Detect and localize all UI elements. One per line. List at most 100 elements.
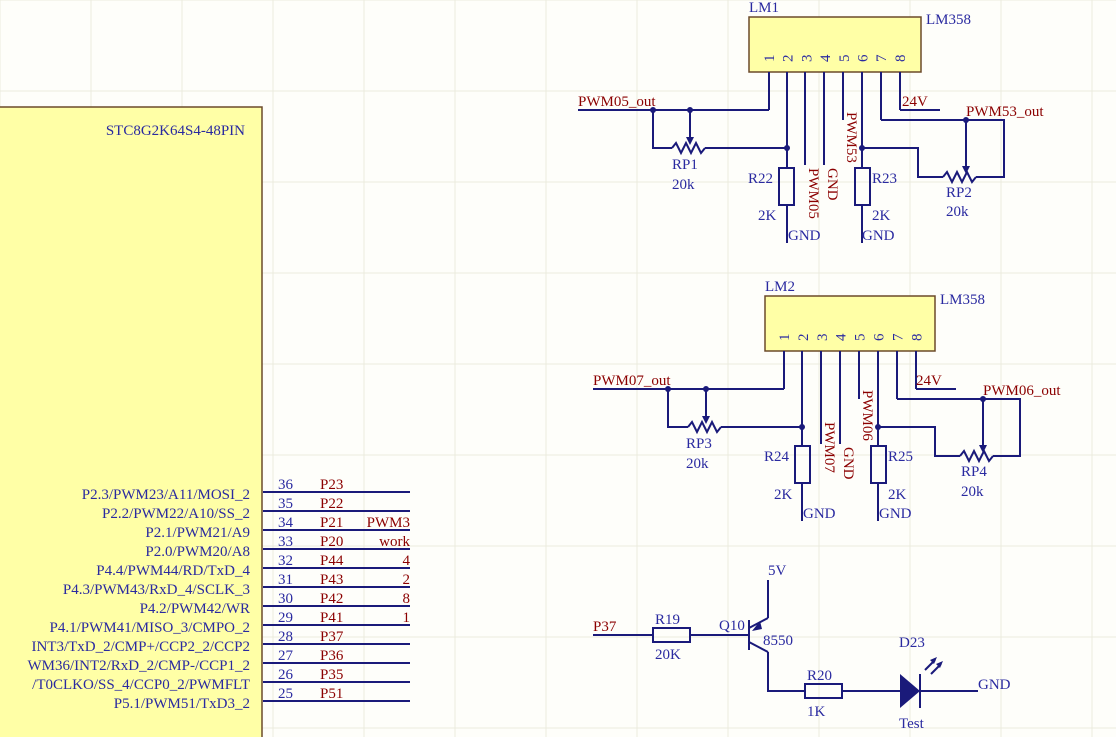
- mcu-body: [0, 106, 263, 737]
- q10-ref: Q10: [719, 618, 745, 634]
- mcu-pin-function: P2.0/PWM20/A8: [145, 544, 250, 560]
- mcu-pin-function: P4.3/PWM43/RxD_4/SCLK_3: [63, 582, 250, 598]
- lm1-supply: 24V: [902, 94, 928, 110]
- opamp-pin-number: 8: [893, 55, 909, 63]
- pwm07-out-label: PWM07_out: [593, 373, 671, 389]
- rp1-ref: RP1: [672, 157, 698, 173]
- mcu-pin-number: 30: [278, 591, 293, 607]
- mcu-pin-function: P5.1/PWM51/TxD3_2: [114, 696, 250, 712]
- mcu-pin-net: P42: [320, 591, 343, 607]
- pwm53-out-label: PWM53_out: [966, 104, 1044, 120]
- opamp-pin-number: 6: [856, 54, 872, 62]
- r20-ref: R20: [807, 668, 832, 684]
- q10-emitter: [748, 641, 769, 653]
- mcu-pin-function: P4.2/PWM42/WR: [140, 601, 250, 617]
- opamp-pin-number: 7: [874, 54, 890, 62]
- lm1-pin5-net: PWM53: [843, 112, 859, 163]
- mcu-pin-net: P41: [320, 610, 343, 626]
- r22-value: 2K: [758, 208, 777, 224]
- opamp-pin-number: 7: [890, 333, 906, 341]
- mcu-pin-net: P37: [320, 629, 344, 645]
- rp4-resistor: [959, 448, 994, 464]
- led-driver: 5V P37 R19 20K Q10 8550 R20 1K D23 Test …: [593, 563, 1011, 732]
- r24-resistor: [794, 445, 811, 484]
- mcu-pin-number: 36: [278, 477, 294, 493]
- r19-value: 20K: [655, 647, 681, 663]
- p37-net-label: P37: [593, 619, 617, 635]
- r20-value: 1K: [807, 704, 826, 720]
- r24-gnd: GND: [803, 506, 836, 522]
- mcu-pin-net: P23: [320, 477, 343, 493]
- q10-part: 8550: [763, 633, 793, 649]
- r24-ref: R24: [764, 449, 790, 465]
- rp1-wiper-arrow: [686, 137, 694, 145]
- lm1-body: [748, 16, 922, 73]
- r24-value: 2K: [774, 487, 793, 503]
- lm2-designator: LM2: [765, 279, 795, 295]
- rp3-ref: RP3: [686, 436, 712, 452]
- mcu-pin-number: 35: [278, 496, 293, 512]
- d23-ref: D23: [899, 635, 925, 651]
- rp2-wiper-arrow: [962, 166, 970, 174]
- r19-ref: R19: [655, 612, 680, 628]
- rp2-left-wire: [862, 147, 943, 178]
- r23-value: 2K: [872, 208, 891, 224]
- mcu-pin-net: P44: [320, 553, 344, 569]
- lm2-pin4-net: GND: [840, 447, 856, 480]
- mcu-pin-number: 25: [278, 686, 293, 702]
- opamp-pin-number: 2: [796, 334, 812, 342]
- d23-ray-arrow-2: [936, 661, 943, 668]
- opamp-pin-number: 5: [837, 55, 853, 63]
- opamp-pin-number: 5: [853, 334, 869, 342]
- r20-resistor: [804, 683, 843, 699]
- r25-value: 2K: [888, 487, 907, 503]
- mcu-pin-net: P22: [320, 496, 343, 512]
- pwm05-out-label: PWM05_out: [578, 94, 656, 110]
- rp2-right-wire: [881, 119, 1005, 178]
- rp4-left-wire: [878, 426, 960, 457]
- opamp-pin-number: 8: [909, 334, 925, 342]
- rp3-value: 20k: [686, 456, 709, 472]
- mcu-pin-annotation: work: [379, 534, 410, 550]
- r22-resistor: [778, 167, 795, 206]
- lm2-part: LM358: [940, 292, 985, 308]
- mcu-pin-annotation: 1: [403, 610, 411, 626]
- r23-ref: R23: [872, 171, 897, 187]
- lm1-part: LM358: [926, 12, 971, 28]
- mcu-pin-number: 33: [278, 534, 293, 550]
- led-gnd: GND: [978, 677, 1011, 693]
- mcu-pin-function: P2.3/PWM23/A11/MOSI_2: [82, 487, 250, 503]
- junction: [980, 396, 986, 402]
- opamp-pin-number: 1: [777, 334, 793, 342]
- mcu-pin-net: P21: [320, 515, 343, 531]
- r22-ref: R22: [748, 171, 773, 187]
- rp1-resistor: [671, 140, 706, 156]
- mcu-pin-net: P43: [320, 572, 343, 588]
- mcu-pin-number: 34: [278, 515, 294, 531]
- pwm06-out-label: PWM06_out: [983, 383, 1061, 399]
- mcu-chip: STC8G2K64S4-48PIN P2.3/PWM23/A11/MOSI_2 3…: [0, 106, 411, 737]
- mcu-pin-function: P4.4/PWM44/RD/TxD_4: [96, 563, 250, 579]
- rp3-loop: [667, 389, 688, 428]
- supply-5v: 5V: [768, 563, 787, 579]
- opamp-pin-number: 3: [799, 55, 815, 63]
- r23-gnd: GND: [862, 228, 895, 244]
- mcu-name: STC8G2K64S4-48PIN: [106, 123, 245, 139]
- r25-gnd: GND: [879, 506, 912, 522]
- mcu-pin-number: 28: [278, 629, 293, 645]
- opamp-pin-number: 4: [818, 54, 834, 62]
- mcu-pin-number: 32: [278, 553, 293, 569]
- mcu-pin-net: P36: [320, 648, 344, 664]
- mcu-pin-function: P2.1/PWM21/A9: [145, 525, 250, 541]
- rp4-value: 20k: [961, 484, 984, 500]
- rp3-wiper-arrow: [702, 416, 710, 424]
- rp1-loop: [652, 110, 672, 149]
- opamp-pin-number: 2: [781, 55, 797, 63]
- mcu-pin-net: P51: [320, 686, 343, 702]
- rp4-ref: RP4: [961, 464, 987, 480]
- q10-emitter-arrow: [752, 621, 762, 631]
